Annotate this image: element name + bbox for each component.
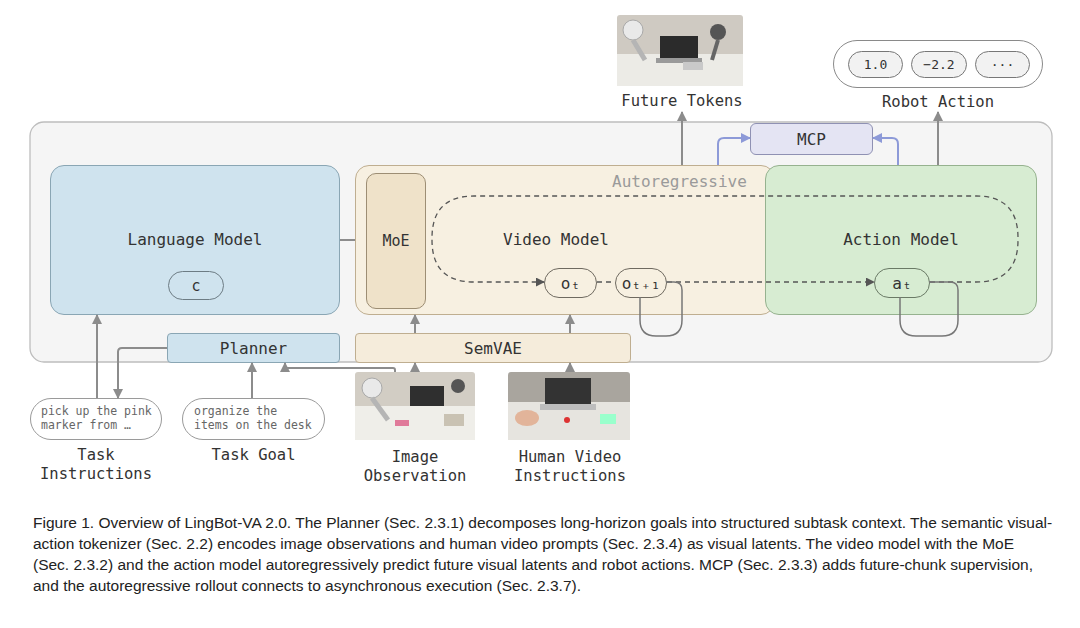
value-pill: 1.0	[848, 51, 903, 78]
box-label: Video Model	[476, 230, 636, 249]
mcp-box: MCP	[750, 123, 873, 155]
annotation-label: Autoregressive	[612, 172, 747, 191]
bubble-text: organize the items on the desk	[194, 404, 315, 432]
autoregressive-connector	[432, 196, 1018, 282]
flow-connector	[96, 315, 98, 398]
photo-laptop	[660, 36, 698, 58]
photo-backdrop	[355, 372, 475, 440]
instruction-bubble: pick up the pink marker from … Task Instr…	[30, 398, 162, 486]
photo-robot-arm	[451, 379, 465, 393]
planner-box: Planner	[167, 333, 340, 363]
photo-robot-arm	[362, 378, 382, 398]
photo-robot-arm	[623, 20, 643, 40]
value-pill: −2.2	[911, 51, 967, 78]
box-label: SemVAE	[464, 339, 522, 358]
box-label: Language Model	[51, 230, 339, 249]
box-label: MCP	[797, 130, 826, 149]
pill-label: c	[191, 277, 200, 295]
box-label: MoE	[382, 232, 409, 250]
token-label: oₜ₊₁	[622, 274, 661, 293]
future-frame-photo	[617, 15, 743, 86]
photo-table	[617, 54, 743, 86]
box-label: Action Model	[766, 230, 1036, 249]
flow-connector	[718, 138, 750, 165]
goal-bubble: organize the items on the deskTask Goal	[182, 398, 325, 468]
box-label: Planner	[220, 339, 287, 358]
value-text: −2.2	[923, 57, 954, 72]
photo-laptop	[410, 386, 444, 406]
flow-connector	[873, 138, 898, 165]
photo-backdrop	[508, 372, 630, 440]
token-label: aₜ	[892, 274, 911, 293]
photo-robot-arm	[372, 398, 388, 420]
flow-connector	[414, 315, 416, 333]
robot-action-node: Robot Action 1.0 −2.2 ···	[833, 40, 1043, 112]
human-video-photo	[508, 372, 630, 440]
semvae-box: SemVAE	[355, 333, 631, 363]
flow-connector	[569, 363, 571, 372]
recurrence-loop	[900, 282, 958, 336]
action-model-box: Action Model aₜ	[765, 165, 1037, 315]
node-label: Future Tokens	[612, 92, 752, 111]
flow-connector	[118, 348, 167, 398]
node-label: Task Goal	[182, 446, 325, 465]
human-video-input: Human Video Instructions	[500, 372, 640, 488]
photo-object	[564, 417, 570, 423]
photo-hand	[515, 410, 539, 426]
observation-token: oₜ₊₁	[615, 268, 667, 298]
flow-connector	[251, 363, 253, 398]
action-token: aₜ	[874, 268, 930, 298]
future-tokens-node: Future Tokens	[612, 14, 752, 112]
node-label: Human Video Instructions	[500, 448, 640, 486]
value-text: 1.0	[864, 57, 887, 72]
flow-connector	[569, 315, 571, 333]
photo-object	[600, 414, 616, 424]
language-model-box: Language Model c	[50, 165, 340, 315]
flow-connector	[681, 112, 683, 165]
token-label: oₜ	[561, 274, 580, 293]
photo-table	[355, 406, 475, 440]
observation-input: Image Observation	[348, 372, 482, 488]
photo-robot-arm	[633, 40, 645, 60]
photo-laptop	[545, 378, 591, 404]
autoregressive-connector	[597, 281, 615, 282]
node-label: Task Instructions	[30, 446, 162, 484]
figure-caption: Figure 1. Overview of LingBot-VA 2.0. Th…	[33, 512, 1053, 596]
photo-object	[683, 62, 703, 70]
observation-token: oₜ	[544, 268, 597, 298]
node-label: Robot Action	[833, 93, 1043, 112]
photo-backdrop	[617, 15, 743, 86]
observation-photo	[355, 372, 475, 440]
photo-laptop-base	[540, 404, 596, 410]
context-pill: c	[168, 271, 224, 300]
autoregressive-connector	[667, 281, 874, 282]
photo-object	[444, 414, 464, 426]
value-pill: ···	[975, 51, 1030, 78]
moe-box: MoE	[366, 173, 426, 309]
photo-robot-arm	[712, 40, 718, 60]
flow-connector	[937, 112, 939, 165]
flow-connector	[340, 239, 355, 241]
recurrence-loop	[640, 282, 682, 336]
photo-robot-arm	[710, 24, 726, 40]
node-label: Image Observation	[348, 448, 482, 486]
flow-connector	[414, 363, 416, 372]
photo-object	[395, 420, 409, 426]
flow-connector	[285, 363, 395, 372]
value-text: ···	[991, 57, 1014, 72]
system-frame	[30, 122, 1052, 362]
photo-table	[508, 402, 630, 440]
bubble-text: pick up the pink marker from …	[41, 404, 157, 432]
